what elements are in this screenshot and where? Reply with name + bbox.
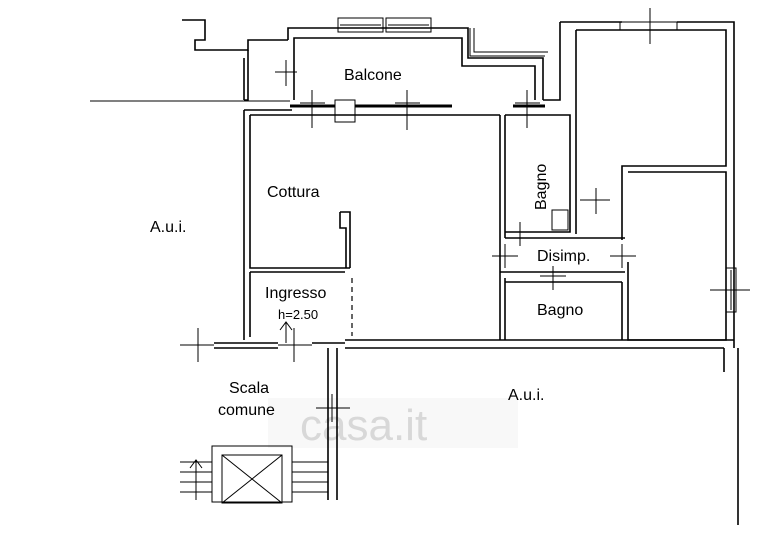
label-height: h=2.50 [278, 307, 318, 322]
bagno-top-room [504, 114, 625, 239]
watermark: casa.it [268, 398, 518, 450]
right-room [543, 21, 737, 348]
label-comune: comune [218, 402, 275, 419]
balcony [287, 17, 548, 123]
stair-walls [180, 348, 338, 504]
top-left-walls [182, 19, 288, 101]
label-disimp: Disimp. [537, 248, 590, 265]
label-aui-left: A.u.i. [150, 219, 186, 236]
ingresso-room [214, 271, 353, 349]
watermark-text: casa.it [300, 401, 427, 450]
label-ingresso: Ingresso [265, 285, 326, 302]
label-bagno-top: Bagno [533, 164, 550, 210]
bagno-bottom-room [345, 271, 739, 525]
label-cottura: Cottura [267, 184, 320, 201]
label-balcone: Balcone [344, 67, 402, 84]
label-bagno-bottom: Bagno [537, 302, 583, 319]
crosshair-markers [180, 8, 750, 422]
label-scala: Scala [229, 380, 269, 397]
label-aui-right: A.u.i. [508, 387, 544, 404]
cottura-room [243, 109, 501, 340]
